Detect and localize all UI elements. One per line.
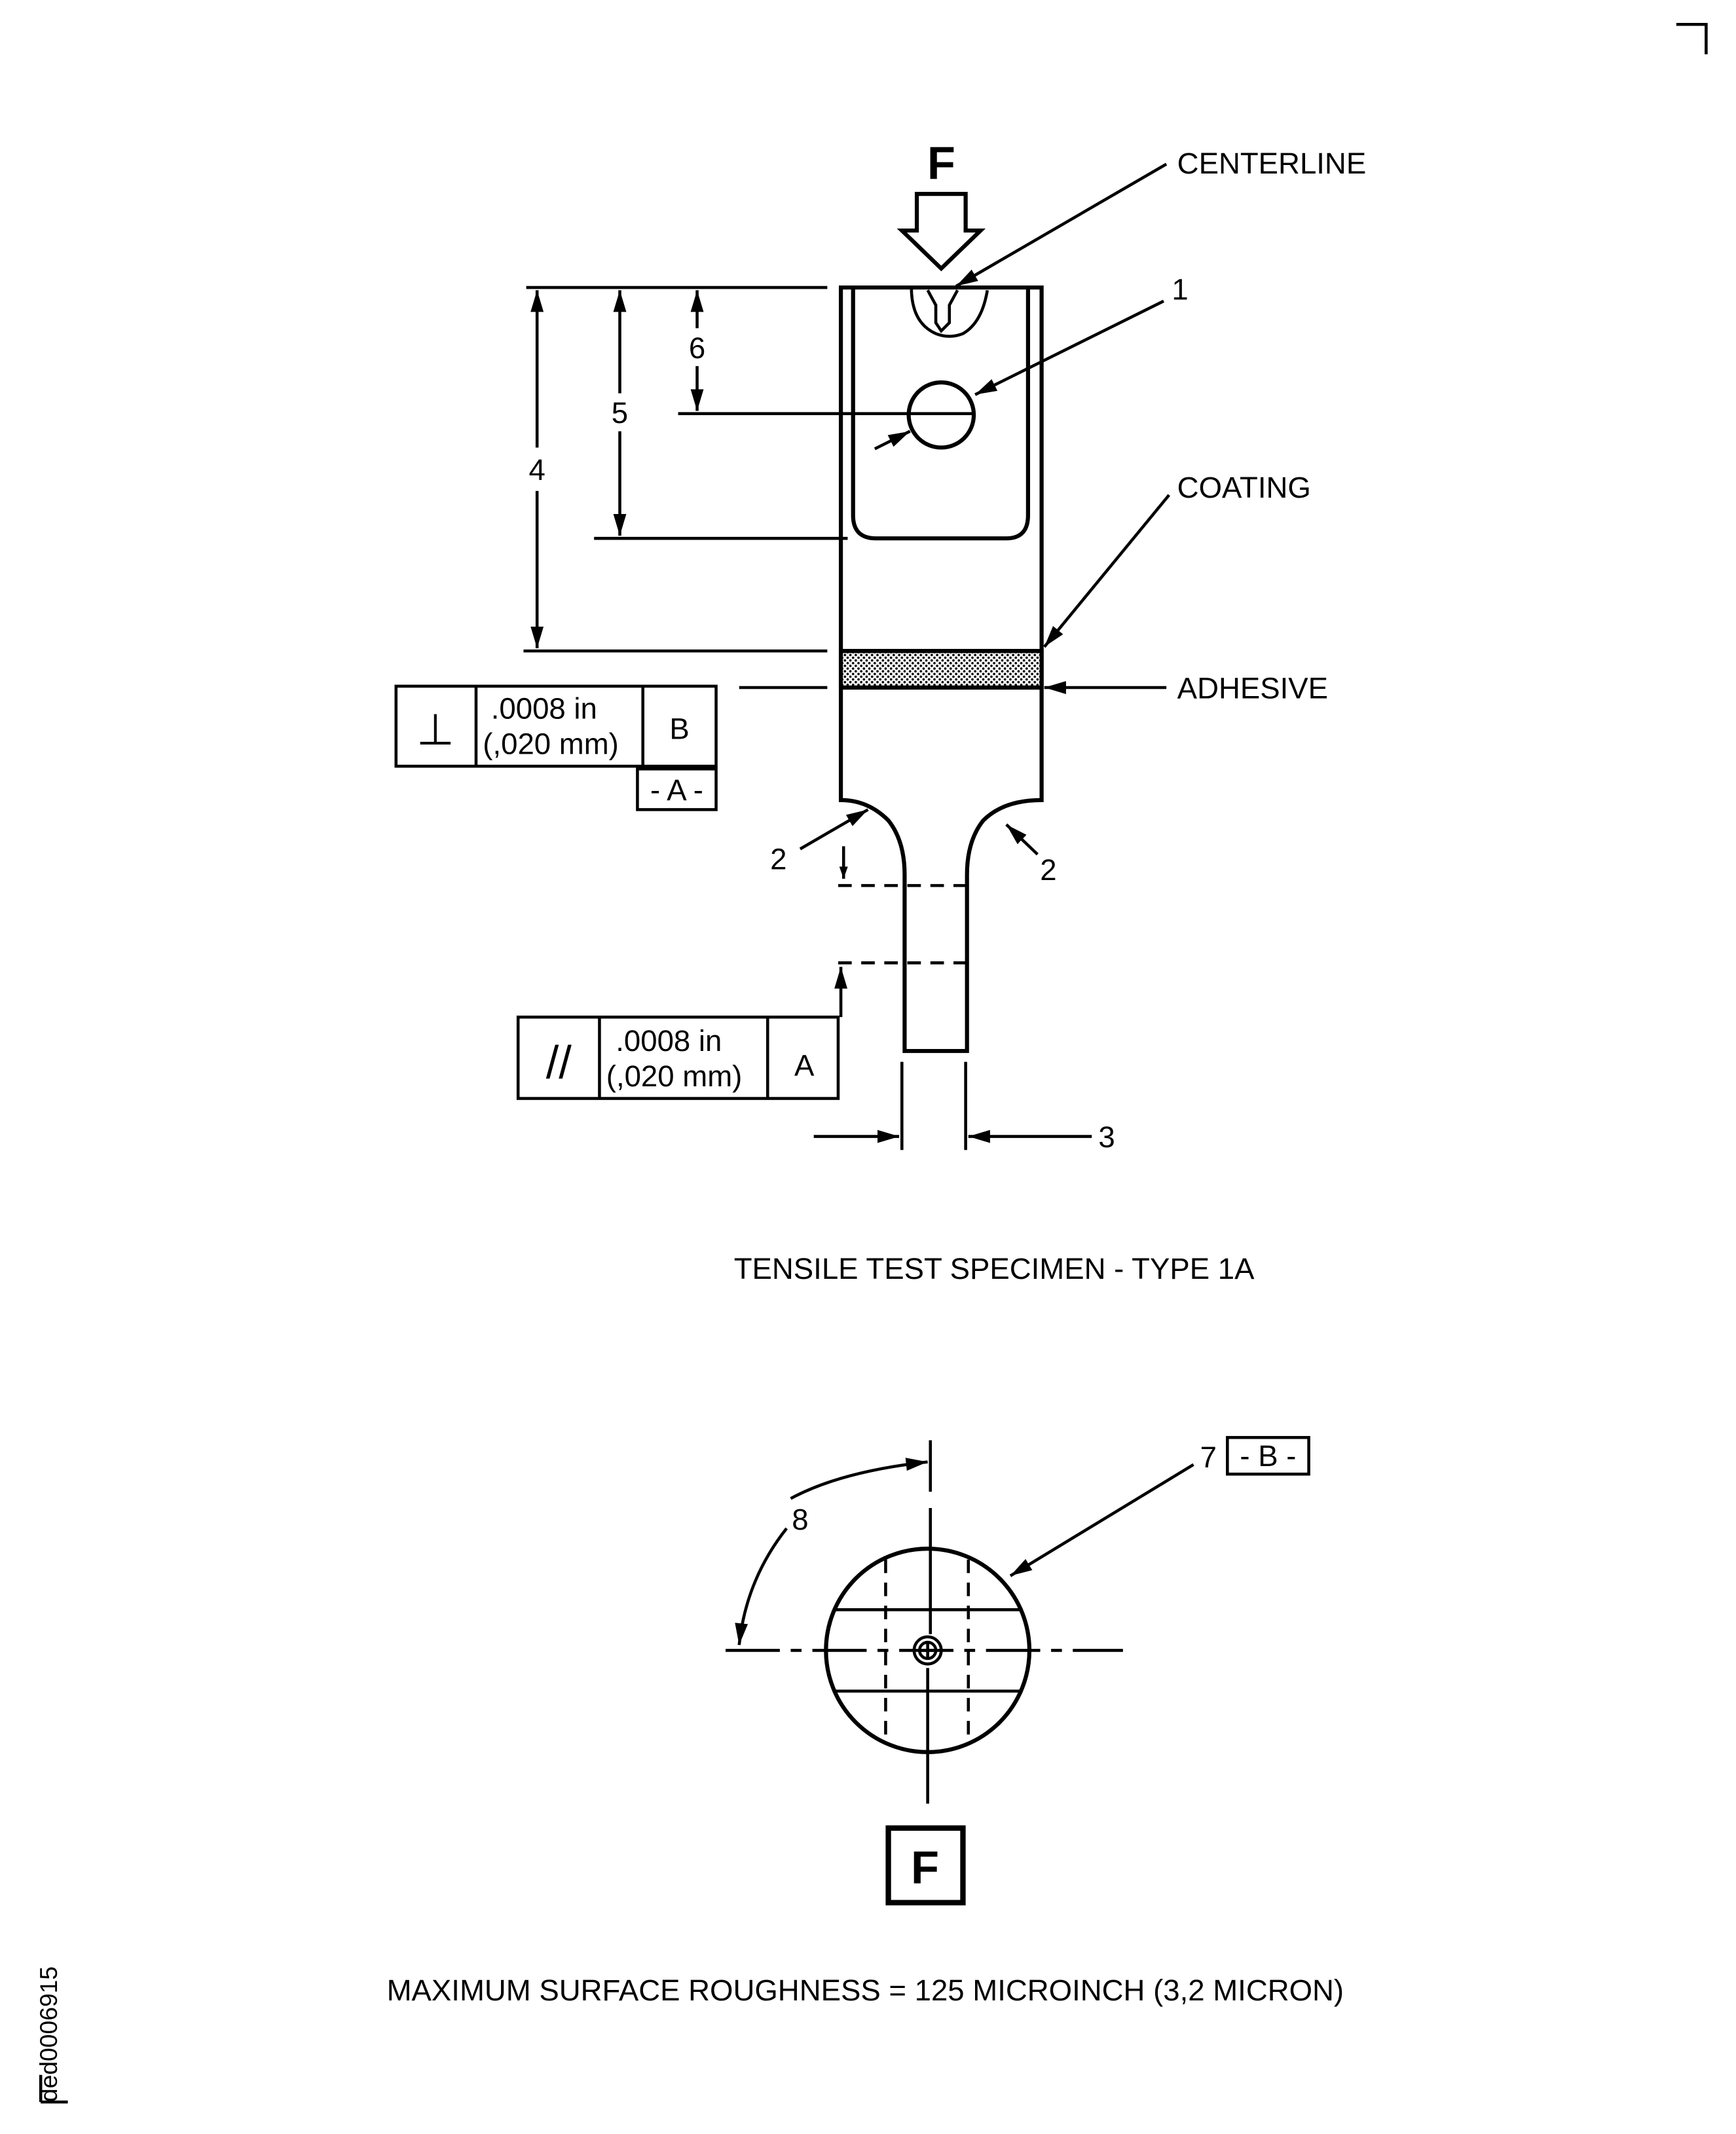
force-arrow-icon <box>896 192 986 272</box>
surface-roughness-note: MAXIMUM SURFACE ROUGHNESS = 125 MICROINC… <box>387 1974 1344 2007</box>
callout-2-right: 2 <box>1040 853 1056 887</box>
perpendicularity-symbol: ⊥ <box>416 706 454 754</box>
callout-7: 7 <box>1200 1441 1217 1474</box>
callout-1: 1 <box>1172 273 1188 306</box>
callout-8: 8 <box>792 1503 808 1536</box>
view-label-box <box>885 1825 966 1905</box>
svg-text:B: B <box>669 712 689 746</box>
svg-text:(,020 mm): (,020 mm) <box>606 1059 743 1093</box>
adhesive-layer <box>838 648 1044 690</box>
view-label: F <box>911 1842 939 1894</box>
callout-4: 4 <box>528 453 545 487</box>
callout-6: 6 <box>689 331 705 365</box>
caption: TENSILE TEST SPECIMEN - TYPE 1A <box>734 1252 1255 1285</box>
callout-5: 5 <box>612 396 628 430</box>
svg-text:A: A <box>794 1048 815 1082</box>
perpendicularity-control-frame: ⊥ .0008 in (,020 mm) B - A - <box>394 684 718 811</box>
callout-coating: COATING <box>1177 471 1311 504</box>
specimen <box>838 285 1044 1054</box>
crop-mark-bottom-left <box>39 2074 68 2104</box>
centerline-leader <box>955 162 1168 287</box>
svg-text:.0008 in: .0008 in <box>616 1024 722 1058</box>
callout-adhesive: ADHESIVE <box>1177 672 1328 705</box>
force-label: F <box>927 137 955 189</box>
svg-text:.0008 in: .0008 in <box>491 692 597 726</box>
svg-text:(,020 mm): (,020 mm) <box>483 727 619 761</box>
parallelism-symbol: // <box>546 1036 572 1088</box>
callout-centerline: CENTERLINE <box>1177 147 1367 180</box>
callout-2-left: 2 <box>770 843 786 876</box>
datum-b-box <box>1226 1436 1310 1476</box>
svg-text:- A -: - A - <box>650 773 703 807</box>
figure-id: ded0006915 <box>35 1966 62 2102</box>
parallelism-control-frame: // .0008 in (,020 mm) A <box>516 1016 840 1100</box>
crop-mark-top-right <box>1676 23 1708 54</box>
callout-3: 3 <box>1098 1120 1115 1154</box>
end-view <box>726 1440 1123 1804</box>
svg-text:- B -: - B - <box>1240 1439 1296 1473</box>
